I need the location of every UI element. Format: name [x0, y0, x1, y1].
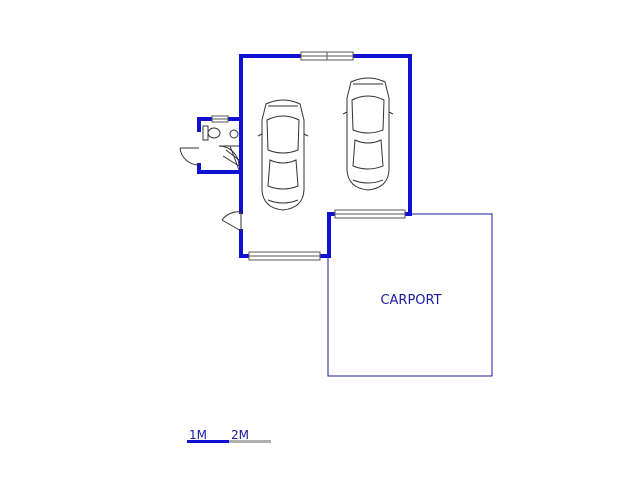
door-wc [179, 145, 240, 171]
door-garage-side [221, 211, 242, 232]
window-wc [211, 115, 229, 123]
carport-outline [327, 213, 493, 377]
scale-bar: 1M 2M [187, 428, 271, 443]
wc-walls [197, 117, 243, 174]
room-label-carport: CARPORT [380, 293, 441, 308]
garage-walls [239, 54, 412, 258]
scale-label-2m: 2M [231, 428, 249, 442]
scale-label-1m: 1M [189, 428, 207, 442]
basin-icon [229, 129, 239, 139]
window-top [300, 51, 354, 61]
car-icon-right [342, 77, 394, 191]
toilet-icon [202, 125, 221, 141]
car-icon-left [257, 99, 309, 211]
window-bottom [248, 251, 321, 261]
scale-bar-primary [187, 440, 229, 443]
window-mid-right [334, 209, 406, 219]
scale-bar-secondary [229, 440, 271, 443]
